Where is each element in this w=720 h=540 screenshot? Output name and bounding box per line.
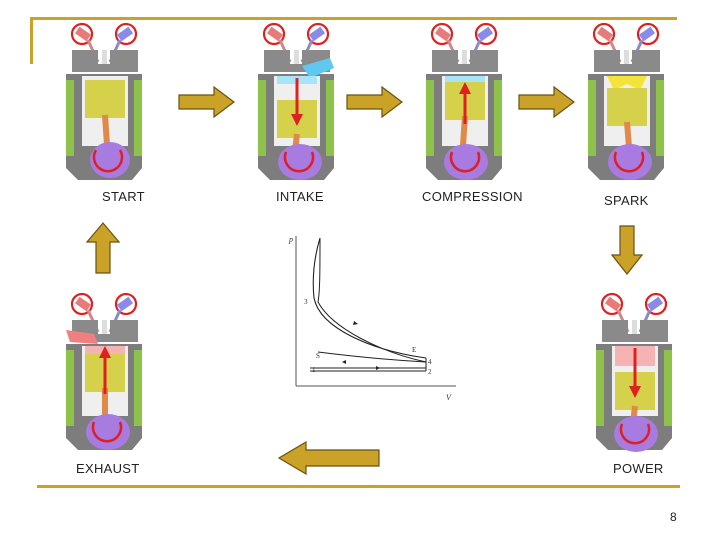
engine-intake-illustration <box>256 22 336 182</box>
pv-point-2: 2 <box>428 368 432 376</box>
pv-point-S: S <box>316 352 320 360</box>
label-power: POWER <box>613 461 664 476</box>
pv-point-E: E <box>412 346 416 354</box>
pv-point-4: 4 <box>428 358 432 366</box>
engine-start-illustration <box>64 22 144 182</box>
label-intake: INTAKE <box>276 189 324 204</box>
engine-spark <box>580 20 675 190</box>
crank <box>86 414 130 450</box>
pv-x-label: V <box>446 393 452 402</box>
piston <box>607 88 647 126</box>
bottom-rule <box>37 485 680 488</box>
label-spark: SPARK <box>604 193 649 208</box>
crank <box>614 416 658 452</box>
arrow-intake-to-compression <box>346 86 403 118</box>
pv-compression-curve <box>317 237 427 363</box>
arrow-exhaust-to-start <box>86 222 120 274</box>
engine-power-illustration <box>594 292 674 452</box>
crank <box>278 144 322 180</box>
pv-point-1: 1 <box>312 366 316 374</box>
arrow-spark-to-power <box>611 225 643 275</box>
arrow-power-to-exhaust <box>278 441 380 475</box>
label-start: START <box>102 189 145 204</box>
arrow-start-to-intake <box>178 86 235 118</box>
engine-power <box>588 290 683 460</box>
piston <box>85 80 125 118</box>
top-rule <box>30 17 677 20</box>
engine-intake <box>250 20 345 190</box>
pv-y-label: p <box>288 235 293 244</box>
crank <box>444 144 488 180</box>
crank <box>608 144 652 180</box>
engine-exhaust <box>58 290 153 460</box>
pv-expansion-curve <box>312 237 427 359</box>
left-rule <box>30 17 33 64</box>
crank <box>90 142 130 178</box>
arrow-compression-to-spark <box>518 86 575 118</box>
label-exhaust: EXHAUST <box>76 461 140 476</box>
engine-start <box>58 20 153 190</box>
pv-diagram: p V 3 E S 4 1 2 <box>288 235 456 402</box>
page-number: 8 <box>670 510 677 524</box>
engine-compression <box>418 20 513 190</box>
label-compression: COMPRESSION <box>422 189 523 204</box>
engine-spark-illustration <box>586 22 666 182</box>
engine-exhaust-illustration <box>64 292 144 452</box>
pv-point-3: 3 <box>304 298 308 306</box>
engine-compression-illustration <box>424 22 504 182</box>
